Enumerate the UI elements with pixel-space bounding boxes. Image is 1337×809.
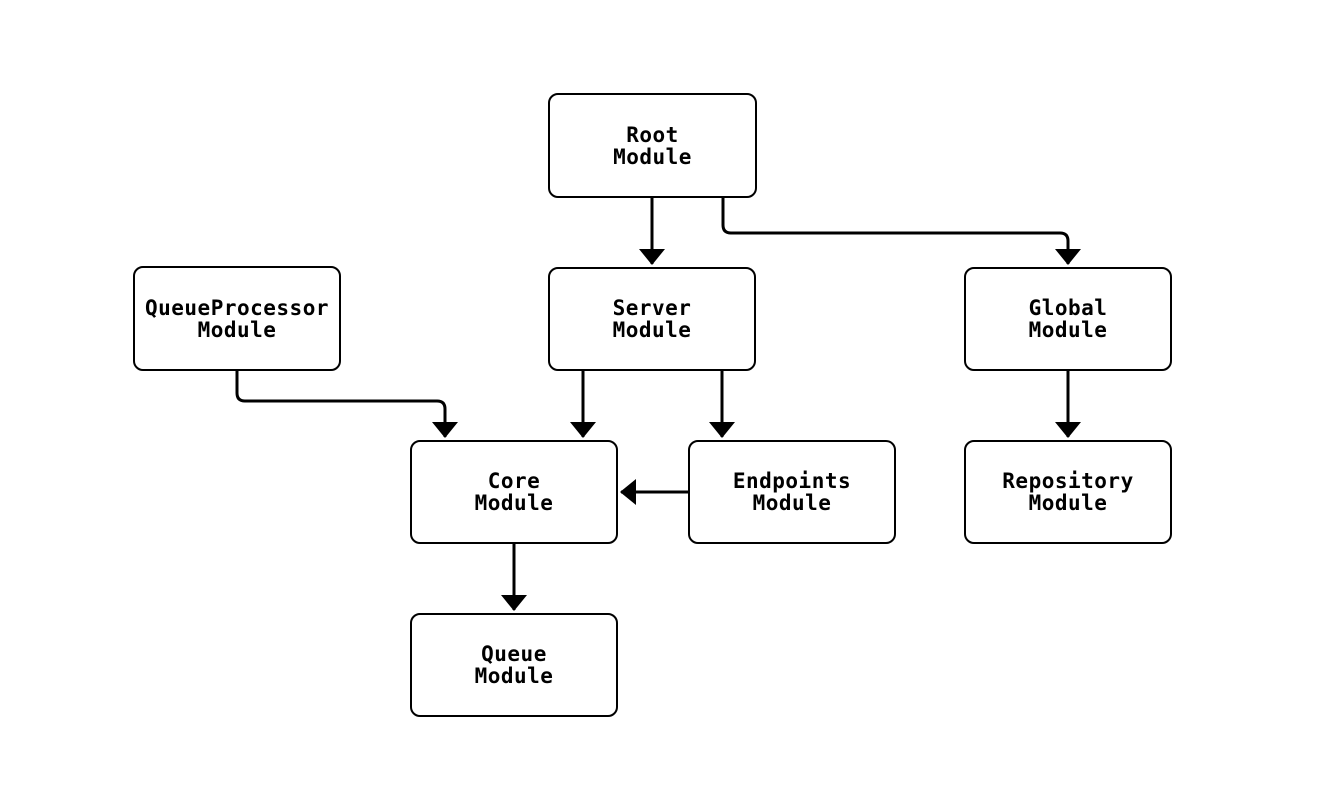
node-root: Root Module: [548, 93, 757, 198]
edge-queueprocessor-to-core: [235, 371, 458, 438]
node-repository: Repository Module: [964, 440, 1172, 544]
node-label-root: Root Module: [613, 122, 692, 169]
node-label-server: Server Module: [612, 296, 692, 342]
node-queueprocessor: QueueProcessor Module: [133, 266, 341, 371]
node-label-global: Global Module: [1028, 296, 1108, 342]
edge-group: [235, 198, 1081, 611]
node-endpoints: Endpoints Module: [688, 440, 896, 544]
node-queue: Queue Module: [410, 613, 618, 717]
node-label-repository: Repository Module: [1002, 469, 1134, 515]
node-label-core: Core Module: [474, 469, 554, 515]
node-label-queue: Queue Module: [474, 642, 554, 688]
node-global: Global Module: [964, 267, 1172, 371]
node-label-queueprocessor: QueueProcessor Module: [144, 295, 329, 342]
node-core: Core Module: [410, 440, 618, 544]
edge-root-to-global: [721, 198, 1081, 265]
node-label-endpoints: Endpoints Module: [732, 469, 852, 515]
node-server: Server Module: [548, 267, 756, 371]
